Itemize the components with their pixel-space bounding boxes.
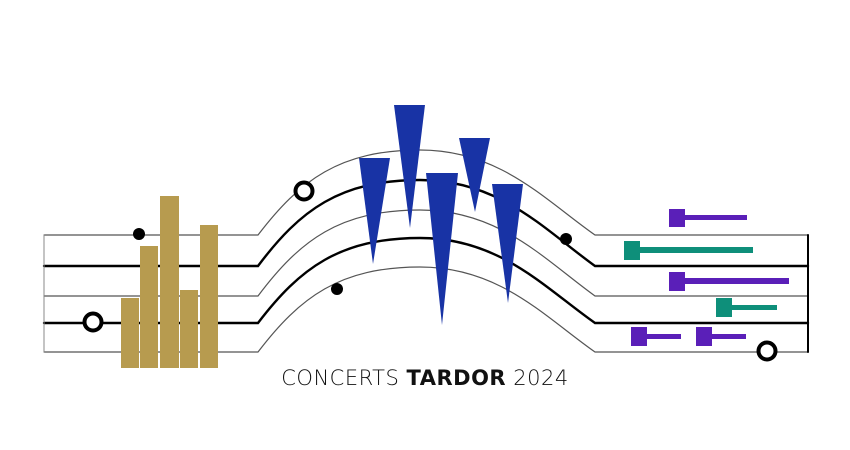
title-prefix: CONCERTS [281,366,400,390]
hammer-bar-4 [716,298,777,317]
hammer-bar-2 [624,241,753,260]
staff-line-5 [43,266,809,353]
staff-line-1 [43,149,809,236]
hammer-bar-5 [631,327,681,346]
hammer-bar-3 [669,272,789,291]
staff-line-2 [42,178,810,268]
notes [82,180,778,362]
note-dot-icon [560,233,572,245]
hammer-bars-icon [624,209,789,346]
note-dot-icon [133,228,145,240]
note-ring-icon [756,340,778,362]
staff-line-4 [42,236,810,325]
staff-line-3 [43,209,809,297]
note-ring-icon [82,311,104,333]
hammer-bar-6 [696,327,746,346]
hammer-bar-1 [669,209,747,227]
event-title: CONCERTS TARDOR 2024 [0,366,850,390]
title-year: 2024 [513,366,569,390]
organ-pipes-icon [121,196,218,368]
note-dot-icon [331,283,343,295]
note-ring-icon [293,180,315,202]
staff-lines [42,149,810,353]
blue-pipes-icon [359,105,523,325]
title-highlight: TARDOR [406,366,507,390]
